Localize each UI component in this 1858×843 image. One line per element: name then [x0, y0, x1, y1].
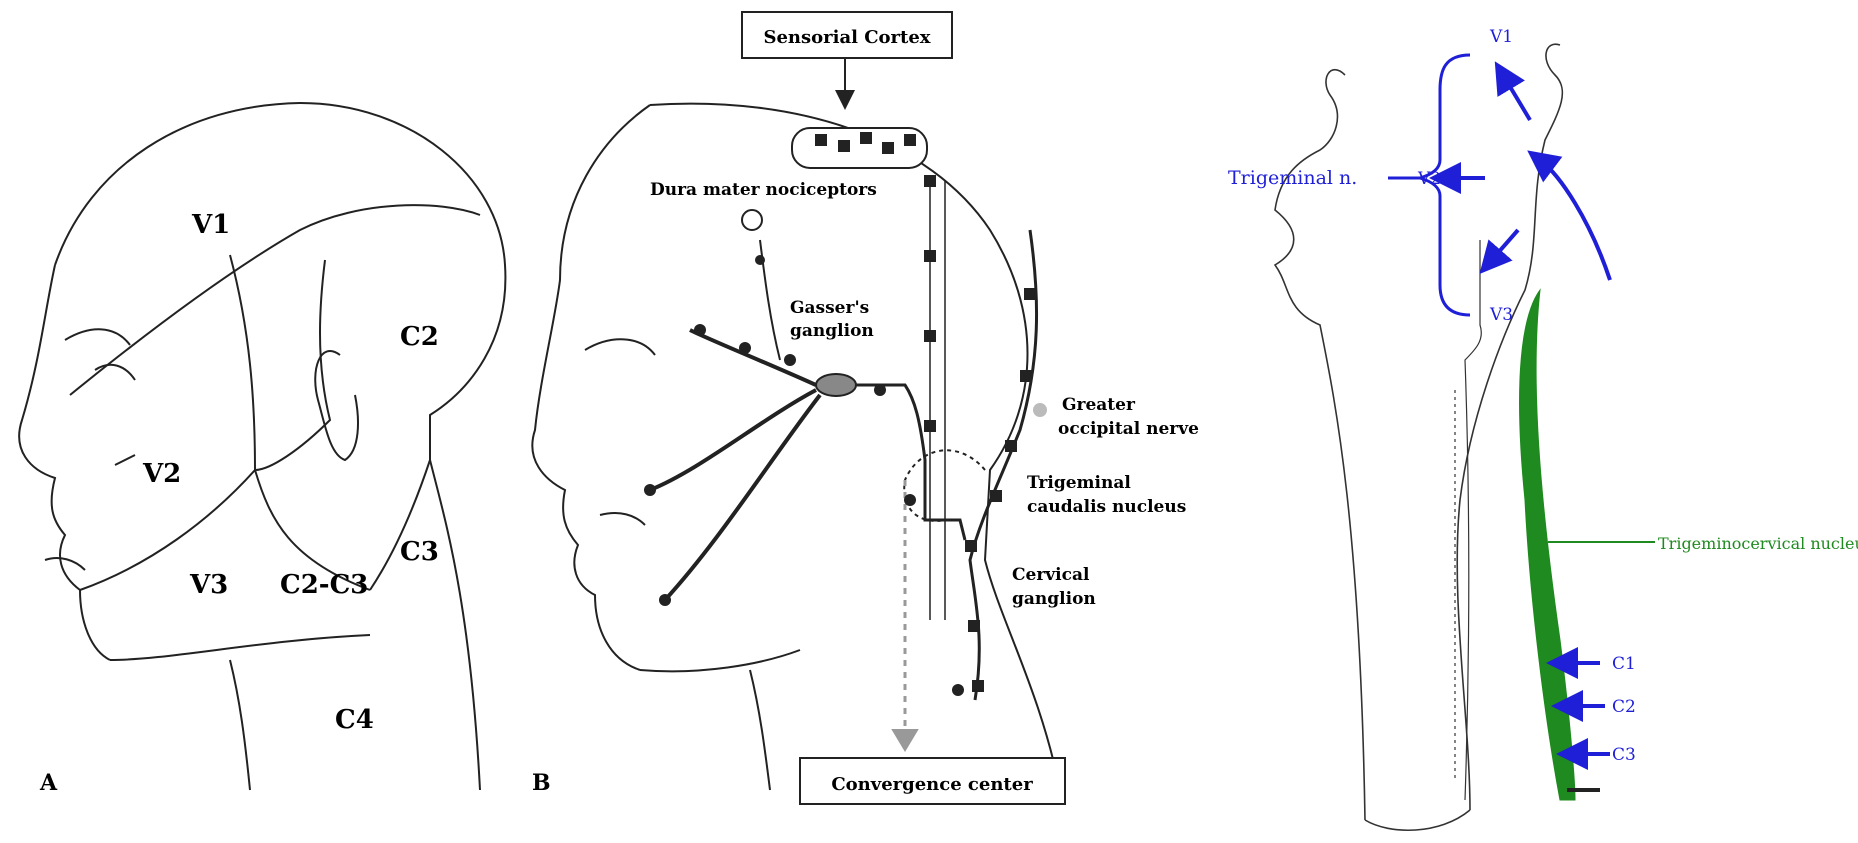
brainstem-inner-line	[1465, 240, 1481, 800]
panel-a-nose-mark	[115, 455, 135, 465]
label-greater-1: Greater	[1062, 395, 1136, 415]
panel-a-jaw	[110, 635, 370, 660]
neuron-square	[924, 250, 936, 262]
label-gasser-1: Gasser's	[790, 298, 869, 318]
neuron-square	[1005, 440, 1017, 452]
arrow-v1	[1503, 75, 1530, 120]
panel-b-eyebrow	[585, 339, 655, 355]
brainstem-bottom	[1365, 810, 1470, 830]
neuron-dot	[755, 255, 765, 265]
neuron-square	[1024, 288, 1036, 300]
label-nucleus: Trigeminocervical nucleus	[1658, 534, 1858, 553]
label-a-v2: V2	[142, 459, 181, 489]
panel-b-head-outline	[650, 104, 1060, 790]
arrow-ascending	[1540, 160, 1610, 280]
panel-a-mouth	[45, 558, 85, 570]
panel-a-v2-boundary	[230, 255, 255, 470]
dura-loop	[742, 210, 762, 230]
neuron-square	[924, 330, 936, 342]
neuron-dot	[739, 342, 751, 354]
neuron-square	[968, 620, 980, 632]
neuron-square	[1020, 370, 1032, 382]
neuron-square	[860, 132, 872, 144]
label-convergence-center: Convergence center	[831, 774, 1033, 795]
neuron-dot	[644, 484, 656, 496]
panel-c-brainstem	[1275, 44, 1562, 830]
neuron-dot	[952, 684, 964, 696]
panel-b-letter: B	[532, 770, 551, 796]
label-a-c2c3: C2-C3	[280, 570, 368, 600]
panel-a-eyebrow	[65, 329, 130, 345]
neuron-dot	[659, 594, 671, 606]
panel-b-neurons	[644, 132, 1047, 696]
trigeminocervical-nucleus-shape	[1520, 290, 1575, 800]
neuron-square	[965, 540, 977, 552]
label-dura: Dura mater nociceptors	[650, 180, 877, 200]
central-tract	[856, 385, 965, 540]
neuron-square	[924, 420, 936, 432]
label-a-v1: V1	[191, 210, 230, 240]
branch-v2	[650, 390, 816, 490]
label-c-c3: C3	[1612, 745, 1636, 765]
panel-b-neck	[750, 670, 770, 790]
neuron-square	[815, 134, 827, 146]
panel-a-v1-boundary	[70, 205, 480, 395]
panel-a-eye	[95, 365, 135, 380]
panel-b-face-profile	[532, 105, 650, 670]
label-a-v3: V3	[189, 570, 228, 600]
panel-a-head	[19, 103, 505, 790]
label-a-c2: C2	[400, 322, 439, 352]
label-c-v1: V1	[1489, 27, 1513, 47]
convergence-arrowhead	[893, 730, 917, 750]
label-c-c1: C1	[1612, 654, 1636, 674]
neuron-square	[882, 142, 894, 154]
label-c-v2: V2	[1417, 169, 1441, 189]
neuron-dot	[874, 384, 886, 396]
panel-b-mouth	[600, 513, 645, 525]
neuron-square	[904, 134, 916, 146]
label-c-v3: V3	[1489, 305, 1513, 325]
neuron-square	[924, 175, 936, 187]
arrow-v3	[1490, 230, 1518, 262]
neuron-square	[838, 140, 850, 152]
panel-a-face-profile	[19, 265, 110, 660]
panel-a-letter: A	[39, 770, 58, 796]
neuron-dot	[784, 354, 796, 366]
label-c-c2: C2	[1612, 697, 1636, 717]
panel-a-neck	[230, 660, 250, 790]
label-trig-2: caudalis nucleus	[1027, 497, 1186, 517]
neuron-dot	[904, 494, 916, 506]
panel-a-c3-boundary	[370, 460, 430, 590]
label-trigeminal: Trigeminal n.	[1228, 167, 1357, 189]
label-gasser-2: ganglion	[790, 321, 874, 341]
neuron-square	[972, 680, 984, 692]
neuron-dot	[694, 324, 706, 336]
occipital-marker	[1033, 403, 1047, 417]
branch-v3	[665, 395, 820, 600]
panel-b-jaw	[640, 650, 800, 671]
label-cerv-2: ganglion	[1012, 589, 1096, 609]
label-cerv-1: Cervical	[1012, 565, 1090, 585]
neuron-square	[990, 490, 1002, 502]
panel-b-head	[532, 12, 1065, 804]
label-trig-1: Trigeminal	[1027, 473, 1131, 493]
label-a-c3: C3	[400, 537, 439, 567]
panel-a-c2-boundary	[255, 260, 330, 470]
label-sensorial-cortex: Sensorial Cortex	[763, 27, 930, 48]
label-greater-2: occipital nerve	[1058, 419, 1199, 439]
gasser-ganglion-shape	[816, 374, 856, 396]
label-a-c4: C4	[335, 705, 374, 735]
